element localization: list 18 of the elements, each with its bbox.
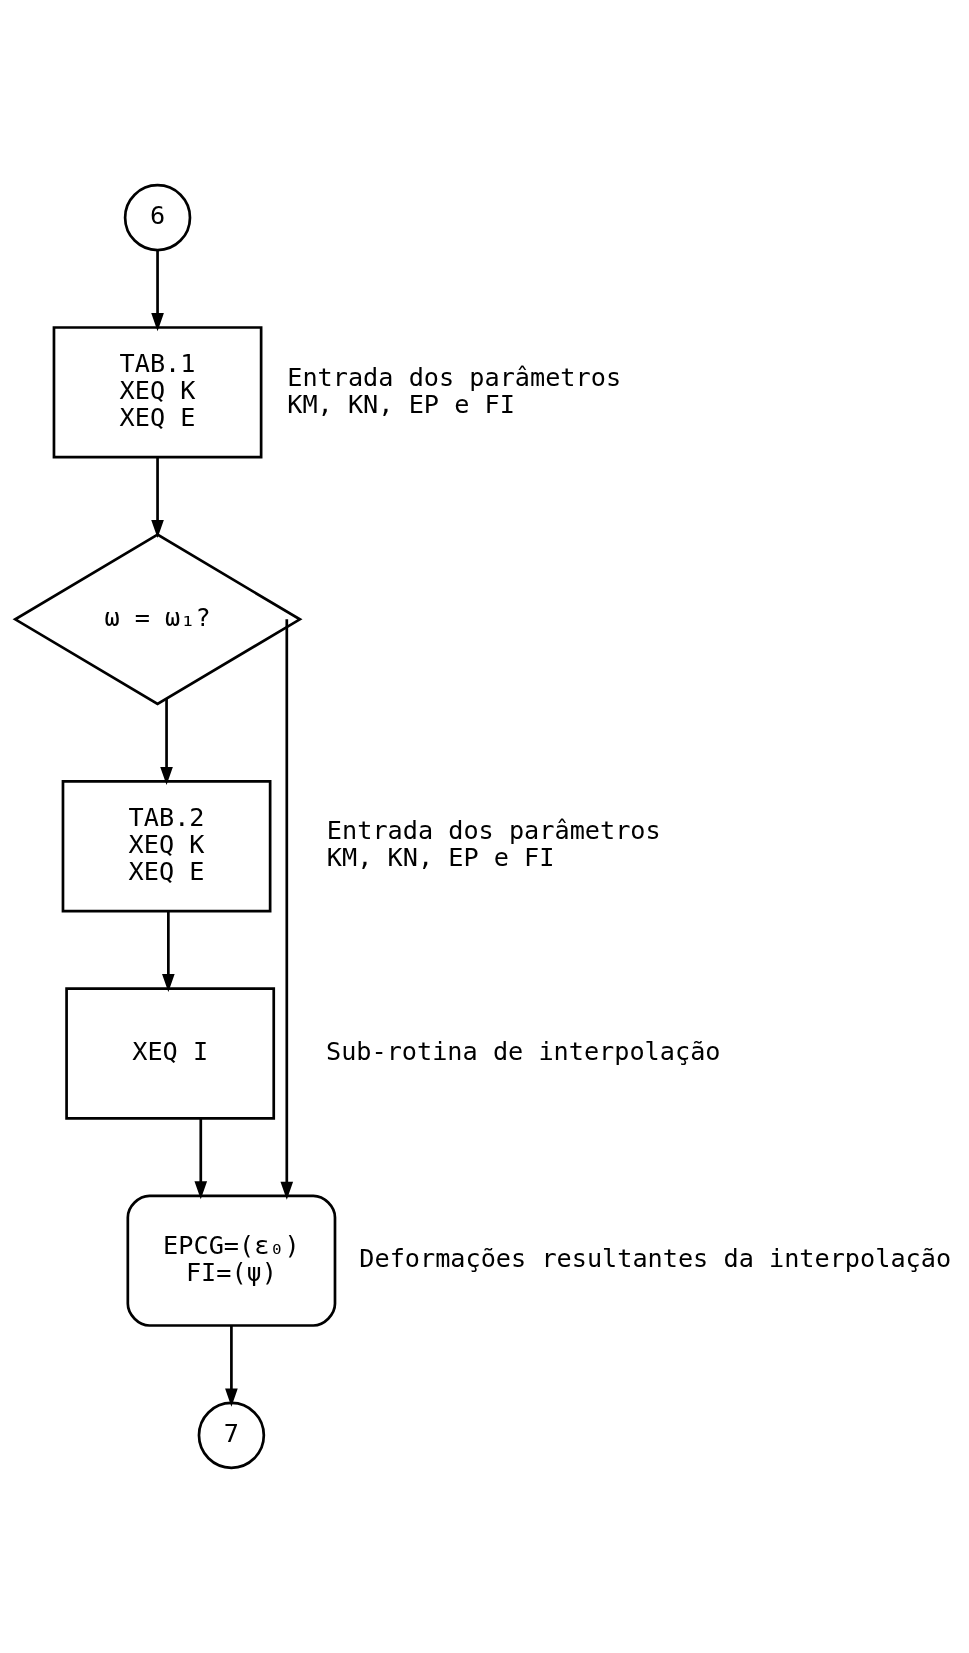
- node-circle: 6: [123, 183, 192, 252]
- node-box: TAB.2 XEQ K XEQ E: [61, 780, 272, 913]
- arrow: [225, 1325, 238, 1407]
- arrow: [280, 619, 294, 1200]
- arrow: [151, 250, 164, 332]
- node-circle: 7: [197, 1401, 266, 1470]
- node-label: Sub-rotina de interpolação: [325, 1037, 721, 1067]
- node-label: Entrada dos parâmetros KM, KN, EP e FI: [326, 816, 661, 873]
- arrow: [160, 698, 173, 785]
- node-label: Deformações resultantes da interpolação: [359, 1244, 952, 1274]
- node-label: Entrada dos parâmetros KM, KN, EP e FI: [287, 362, 622, 419]
- node-box: EPCG=(ε₀) FI=(ψ): [126, 1194, 337, 1327]
- arrow: [151, 457, 164, 539]
- node-box: XEQ I: [65, 987, 276, 1120]
- node-diamond: ω = ω₁?: [12, 533, 303, 706]
- arrow: [194, 1118, 208, 1200]
- node-box: TAB.1 XEQ K XEQ E: [52, 326, 263, 459]
- arrow: [162, 911, 175, 993]
